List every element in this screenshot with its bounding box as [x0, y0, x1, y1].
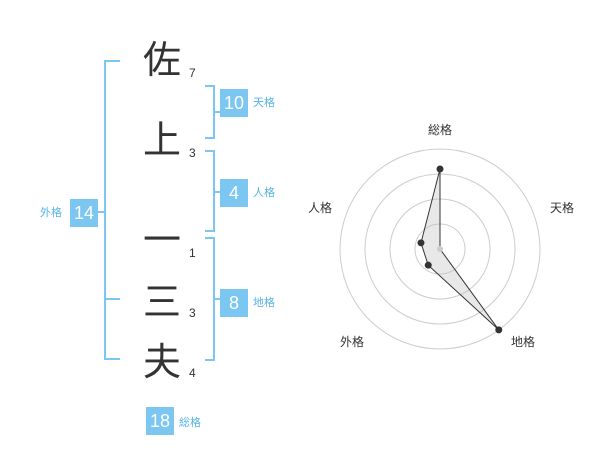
chikaku-label: 地格: [253, 296, 275, 309]
axis-label-jinkaku: 人格: [308, 201, 333, 215]
soukaku-value: 18: [146, 407, 174, 435]
stroke-count-3: 1: [189, 246, 196, 260]
radar-point: [436, 165, 444, 173]
name-char-1: 佐: [142, 38, 181, 82]
radar-area: [420, 168, 500, 331]
name-char-3: 一: [142, 218, 181, 262]
gaikaku-value: 14: [70, 199, 98, 227]
axis-label-chikaku: 地格: [511, 335, 536, 349]
tenkaku-bracket: [205, 85, 215, 139]
chikaku-value: 8: [220, 289, 248, 317]
jinkaku-label: 人格: [253, 186, 275, 199]
radar-ring: [339, 148, 541, 350]
axis-label-tenkaku: 天格: [550, 201, 575, 215]
tenkaku-connector: [215, 111, 221, 113]
soukaku-label: 総格: [179, 416, 201, 429]
radar-center: [437, 246, 443, 252]
radar-point: [424, 261, 432, 269]
jinkaku-value: 4: [220, 179, 248, 207]
tenkaku-label: 天格: [253, 96, 275, 109]
jinkaku-connector: [215, 191, 221, 193]
name-char-5: 夫: [142, 340, 181, 384]
chikaku-bracket: [205, 237, 215, 361]
gaikaku-divider: [104, 298, 120, 300]
radar-point: [495, 326, 503, 334]
gaikaku-bracket: [104, 60, 120, 360]
tenkaku-value: 10: [220, 89, 248, 117]
chikaku-connector: [215, 298, 221, 300]
name-char-4: 三: [142, 280, 181, 324]
axis-label-soukaku: 総格: [428, 123, 453, 137]
stroke-count-2: 3: [189, 146, 196, 160]
axis-label-gaikaku: 外格: [340, 335, 365, 349]
stroke-count-4: 3: [189, 306, 196, 320]
stroke-count-1: 7: [189, 66, 196, 80]
name-char-2: 上: [142, 118, 181, 162]
gaikaku-connector: [98, 211, 104, 213]
radar-point: [417, 239, 425, 247]
gaikaku-label: 外格: [40, 206, 62, 219]
stroke-count-5: 4: [189, 366, 196, 380]
jinkaku-bracket: [205, 150, 215, 232]
